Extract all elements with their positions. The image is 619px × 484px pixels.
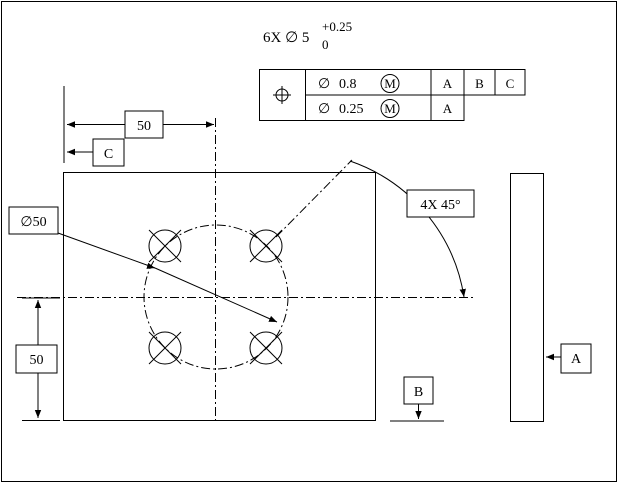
top-dimension-value: 50 [137, 119, 151, 134]
left-dimension: 50 [15, 297, 60, 421]
fcf-row2-diameter-symbol: ∅ [318, 102, 330, 117]
hole-bottom-left [148, 331, 182, 365]
datum-a-label: A [571, 352, 582, 367]
hole-tolerance-upper: +0.25 [322, 19, 352, 34]
fcf-row1-datum-b: B [475, 76, 484, 91]
hole-count-size: 6X ∅ 5 [263, 30, 309, 46]
fcf-row2-tolerance: 0.25 [339, 102, 364, 117]
hole-top-right [249, 229, 283, 263]
top-dimension: 50 C [63, 86, 214, 167]
fcf-row1-modifier-circle [380, 74, 400, 93]
fcf-row1-diameter-symbol: ∅ [318, 77, 330, 92]
datum-b: B [390, 376, 444, 422]
bolt-circle-diameter-value: ∅50 [20, 215, 46, 230]
hole-callout: 6X ∅ 5 +0.25 0 [263, 19, 352, 52]
fcf-row2-datum-a: A [443, 101, 453, 116]
angle-note: 4X 45° [420, 198, 460, 213]
bolt-circle [143, 224, 289, 370]
fcf-row1-datum-c: C [506, 76, 515, 91]
hole-tolerance-lower: 0 [322, 37, 329, 52]
datum-a: A [546, 343, 592, 374]
position-tolerance-icon [273, 86, 291, 104]
fcf-row1-modifier: M [384, 76, 396, 91]
fcf-row1-datum-a: A [443, 76, 453, 91]
fcf-row1-tolerance: 0.8 [339, 77, 357, 92]
bolt-circle-diameter-dimension: ∅50 [8, 206, 278, 323]
plate-side-view [510, 173, 544, 422]
angle-dimension: 4X 45° [275, 159, 475, 298]
hole-bottom-right [249, 331, 283, 365]
left-dimension-value: 50 [30, 353, 44, 368]
datum-b-label: B [414, 385, 423, 400]
feature-control-frame: ∅ 0.8 M A B C ∅ 0.25 M A [259, 69, 526, 121]
fcf-row2-modifier-circle [380, 99, 400, 118]
datum-c-label: C [104, 147, 113, 162]
fcf-row2-modifier: M [384, 101, 396, 116]
plate-front-view [63, 172, 376, 421]
hole-top-left [148, 229, 182, 263]
